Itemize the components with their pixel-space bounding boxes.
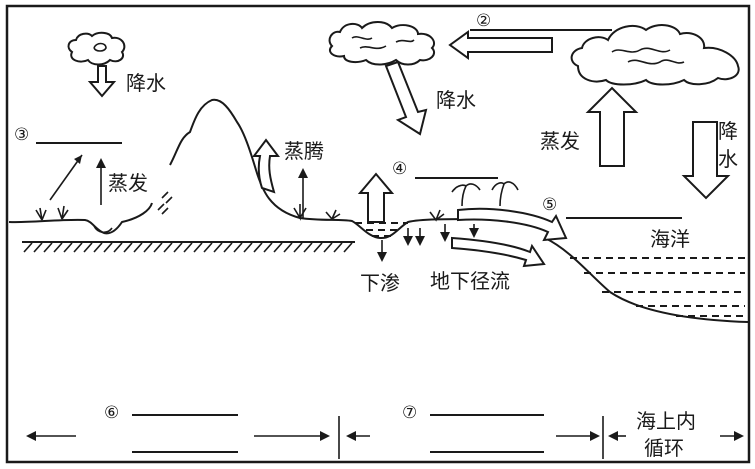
label-precipitation-mid: 降水 xyxy=(436,88,476,112)
label-groundwater-runoff: 地下径流 xyxy=(430,269,510,293)
evaporation-arrows-left xyxy=(49,154,106,205)
hatch-mark xyxy=(73,242,83,253)
precipitation-arrow-left xyxy=(87,65,117,98)
cloud-large-detail xyxy=(611,47,685,65)
hatch-mark xyxy=(193,242,203,253)
coast-slope xyxy=(544,237,749,323)
marker-7: ⑦ xyxy=(402,403,417,423)
hatch-mark xyxy=(83,242,93,253)
sea-evaporation-arrow xyxy=(585,86,639,167)
marker-2: ② xyxy=(476,11,491,31)
marker-5: ⑤ xyxy=(542,195,557,215)
cloud-small-icon xyxy=(67,31,126,66)
rain-streaks xyxy=(157,191,173,215)
hatch-mark xyxy=(33,242,43,253)
puddle xyxy=(93,225,113,234)
hatch-mark xyxy=(293,242,303,253)
arrowhead xyxy=(608,431,618,441)
hatch-mark xyxy=(243,242,253,253)
hatch-mark xyxy=(203,242,213,253)
hatch-mark xyxy=(213,242,223,253)
cycle-type-row: ⑥ ⑦ 海上内 循环 xyxy=(26,403,744,460)
label-precipitation-sea-1: 降 xyxy=(718,119,738,143)
hatch-mark xyxy=(153,242,163,253)
label-infiltration: 下渗 xyxy=(360,271,400,295)
hatch-mark xyxy=(43,242,53,253)
label-evaporation-left: 蒸发 xyxy=(108,171,148,195)
hatch-mark xyxy=(233,242,243,253)
hatch-mark xyxy=(283,242,293,253)
marker-6: ⑥ xyxy=(104,403,119,423)
infiltration-arrows xyxy=(377,224,479,262)
marker-4: ④ xyxy=(392,159,407,179)
hatch-mark xyxy=(23,242,33,253)
hatch-mark xyxy=(173,242,183,253)
hatch-mark xyxy=(103,242,113,253)
hatch-mark xyxy=(253,242,263,253)
grass xyxy=(35,204,445,222)
hatch-mark xyxy=(303,242,313,253)
hatch-mark xyxy=(143,242,153,253)
hatch-mark xyxy=(183,242,193,253)
hatch-mark xyxy=(273,242,283,253)
hatch-mark xyxy=(113,242,123,253)
hatch-mark xyxy=(343,242,353,253)
lake-evaporation-arrow xyxy=(357,172,395,223)
hatch-mark xyxy=(313,242,323,253)
hatch-mark xyxy=(333,242,343,253)
hatch-mark xyxy=(53,242,63,253)
surface-runoff-arrow xyxy=(457,207,568,242)
hatch-mark xyxy=(163,242,173,253)
arrowhead xyxy=(26,431,36,441)
groundwater-flow-arrow xyxy=(451,236,546,268)
hatch-mark xyxy=(223,242,233,253)
hatch-mark xyxy=(63,242,73,253)
arrowhead xyxy=(298,168,308,178)
transpiration-hollow-arrow xyxy=(252,138,280,194)
label-sea-cycle-2: 循环 xyxy=(644,436,684,460)
arrowhead xyxy=(346,431,356,441)
cloud-mid-detail xyxy=(351,36,415,50)
precipitation-arrow-mid xyxy=(384,60,428,136)
label-transpiration: 蒸腾 xyxy=(284,139,324,163)
label-ocean: 海洋 xyxy=(650,227,690,251)
marker-3: ③ xyxy=(14,125,29,145)
palm-trees-icon xyxy=(451,181,519,207)
cloud-large-icon xyxy=(570,24,740,86)
sea-precipitation-arrow xyxy=(681,121,731,200)
cloud-small-detail xyxy=(93,42,107,52)
arrowhead xyxy=(320,431,330,441)
hatch-mark xyxy=(323,242,333,253)
label-evaporation-sea: 蒸发 xyxy=(540,129,580,153)
arrowhead xyxy=(590,431,600,441)
ground-hatching xyxy=(22,241,355,253)
vapor-transport-arrow xyxy=(448,30,553,60)
hatch-mark xyxy=(93,242,103,253)
label-precipitation-left: 降水 xyxy=(126,71,166,95)
diagram-frame xyxy=(5,4,751,464)
label-sea-cycle-1: 海上内 xyxy=(636,409,696,433)
hatch-mark xyxy=(133,242,143,253)
arrowhead xyxy=(734,431,744,441)
hatch-mark xyxy=(263,242,273,253)
cloud-mid-icon xyxy=(328,21,436,66)
label-precipitation-sea-2: 水 xyxy=(718,147,738,171)
hatch-mark xyxy=(123,242,133,253)
